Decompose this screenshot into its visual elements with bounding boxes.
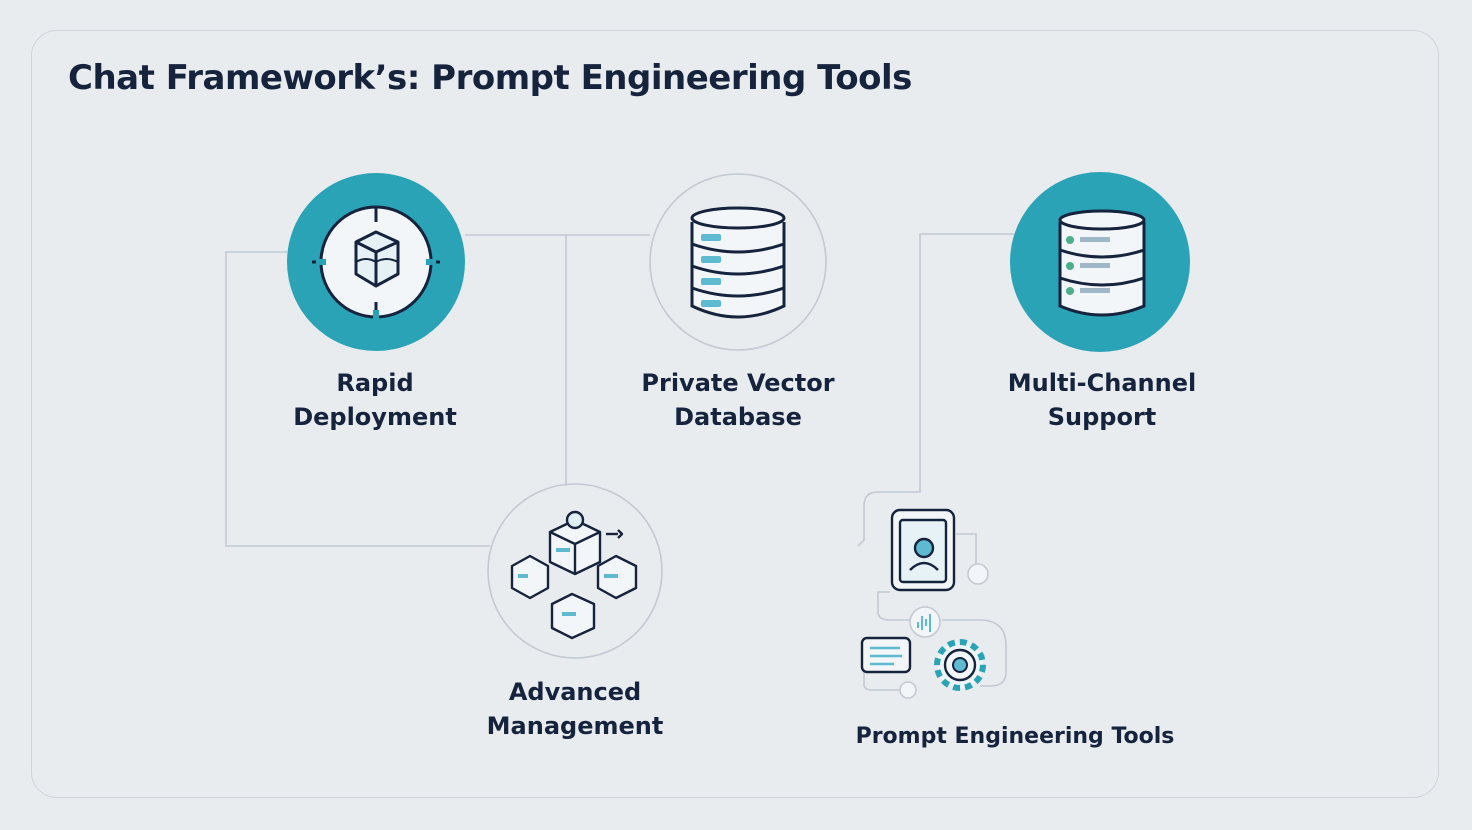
label-line: Deployment bbox=[293, 403, 457, 431]
node-label-private-vector-database: Private Vector Database bbox=[618, 366, 858, 434]
connector-lines bbox=[225, 233, 1014, 547]
target-cube-icon bbox=[287, 173, 465, 351]
label-line: Rapid bbox=[336, 369, 414, 397]
node-label-rapid-deployment: Rapid Deployment bbox=[270, 366, 480, 434]
diagram-frame bbox=[31, 30, 1439, 798]
label-line: Support bbox=[1047, 403, 1157, 431]
node-label-prompt-engineering-tools: Prompt Engineering Tools bbox=[850, 720, 1180, 754]
label-line: Private Vector bbox=[641, 369, 835, 397]
phone-chat-gear-icon bbox=[857, 508, 1007, 699]
node-label-multi-channel-support: Multi-Channel Support bbox=[982, 366, 1222, 434]
cube-cluster-icon bbox=[487, 483, 663, 659]
connector-multichannel-to-tools bbox=[863, 233, 1014, 520]
label-line: Advanced bbox=[508, 678, 642, 706]
database-icon bbox=[649, 173, 827, 351]
label-line: Multi-Channel bbox=[1007, 369, 1197, 397]
node-label-advanced-management: Advanced Management bbox=[462, 675, 688, 743]
gear-icon bbox=[934, 639, 986, 691]
connector-rapid-to-management bbox=[225, 251, 490, 547]
label-line: Management bbox=[486, 712, 664, 740]
label-line: Database bbox=[674, 403, 802, 431]
server-stack-icon bbox=[1010, 172, 1190, 352]
label-line: Prompt Engineering Tools bbox=[855, 724, 1175, 749]
page-title: Chat Framework’s: Prompt Engineering Too… bbox=[68, 58, 912, 98]
